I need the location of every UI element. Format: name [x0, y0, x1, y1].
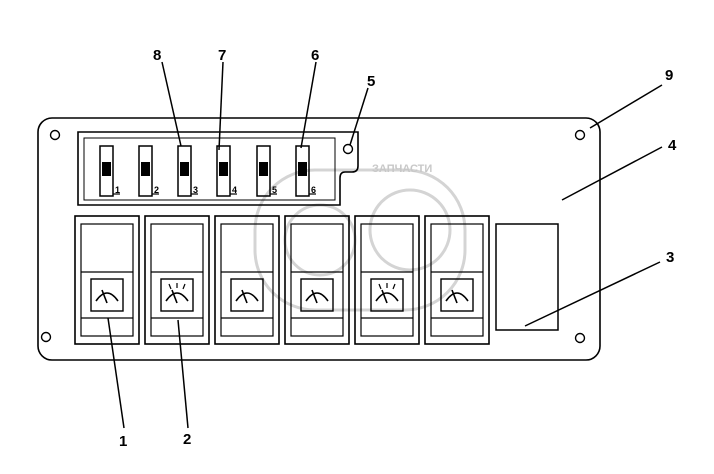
rocker-switch[interactable]	[144, 215, 210, 345]
wiper-icon	[90, 278, 124, 312]
fuse-number: 3	[193, 185, 198, 195]
wiper-icon	[440, 278, 474, 312]
fuse-box-inner	[83, 137, 336, 201]
rocker-switch[interactable]	[284, 215, 350, 345]
callout-1: 1	[119, 433, 127, 450]
fuse: 5	[256, 145, 277, 197]
rocker-switch[interactable]	[214, 215, 280, 345]
fuse: 4	[216, 145, 237, 197]
wiper-washer-icon	[160, 278, 194, 312]
wiper-icon	[300, 278, 334, 312]
wiper-washer-icon	[370, 278, 404, 312]
callout-3: 3	[666, 249, 674, 266]
watermark-text: ЗАПЧАСТИ	[372, 163, 432, 175]
panel-body	[37, 117, 601, 361]
callout-labels: 1 2 3 4 5 6 7 8 9	[119, 47, 677, 450]
fuse-box	[77, 131, 359, 206]
callout-4: 4	[668, 137, 677, 154]
rocker-switch[interactable]	[354, 215, 420, 345]
fuse-number: 5	[272, 185, 277, 195]
fuse-number: 1	[115, 185, 120, 195]
fuse-number: 6	[311, 185, 316, 195]
leader-lines	[107, 61, 663, 429]
fuse: 1	[99, 145, 120, 197]
callout-8: 8	[153, 47, 161, 64]
callout-2: 2	[183, 431, 191, 448]
blank-plug	[495, 223, 559, 331]
rocker-switch[interactable]	[424, 215, 490, 345]
callout-9: 9	[665, 67, 673, 84]
callout-7: 7	[218, 47, 226, 64]
fuse: 2	[138, 145, 159, 197]
fuse-number: 4	[232, 185, 237, 195]
callout-6: 6	[311, 47, 319, 64]
fuse-number: 2	[154, 185, 159, 195]
watermark	[253, 168, 467, 312]
wiper-icon	[230, 278, 264, 312]
rocker-switch[interactable]	[74, 215, 140, 345]
mounting-holes	[40, 129, 586, 344]
callout-5: 5	[367, 73, 375, 90]
fuse: 6	[295, 145, 316, 197]
fuse: 3	[177, 145, 198, 197]
